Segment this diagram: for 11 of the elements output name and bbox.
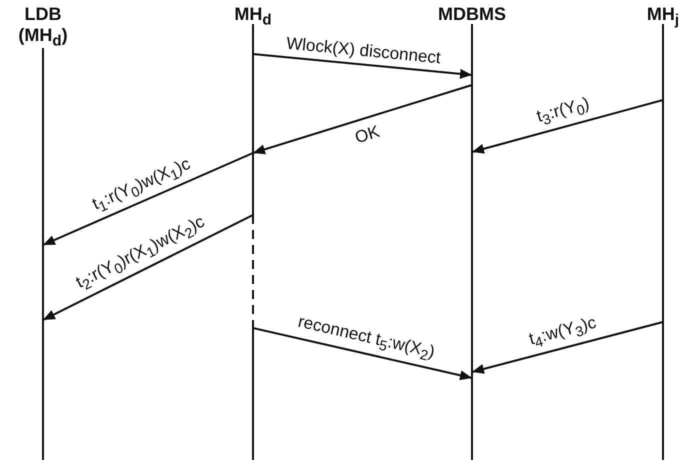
message-arrow: [472, 321, 664, 374]
message-arrow: [252, 53, 472, 79]
lifeline-label: LDB (MH$_{d}$): [17, 4, 69, 52]
message-arrow: [42, 214, 254, 321]
lifeline-label: MH$_{j}$: [646, 4, 680, 31]
message-arrow: [42, 152, 254, 246]
message-arrow: [252, 327, 472, 380]
lifeline-label: MDBMS: [437, 4, 507, 25]
message-arrow: [472, 99, 664, 154]
lifeline-label: MH$_{d}$: [233, 4, 273, 31]
message-arrow: [252, 84, 472, 154]
